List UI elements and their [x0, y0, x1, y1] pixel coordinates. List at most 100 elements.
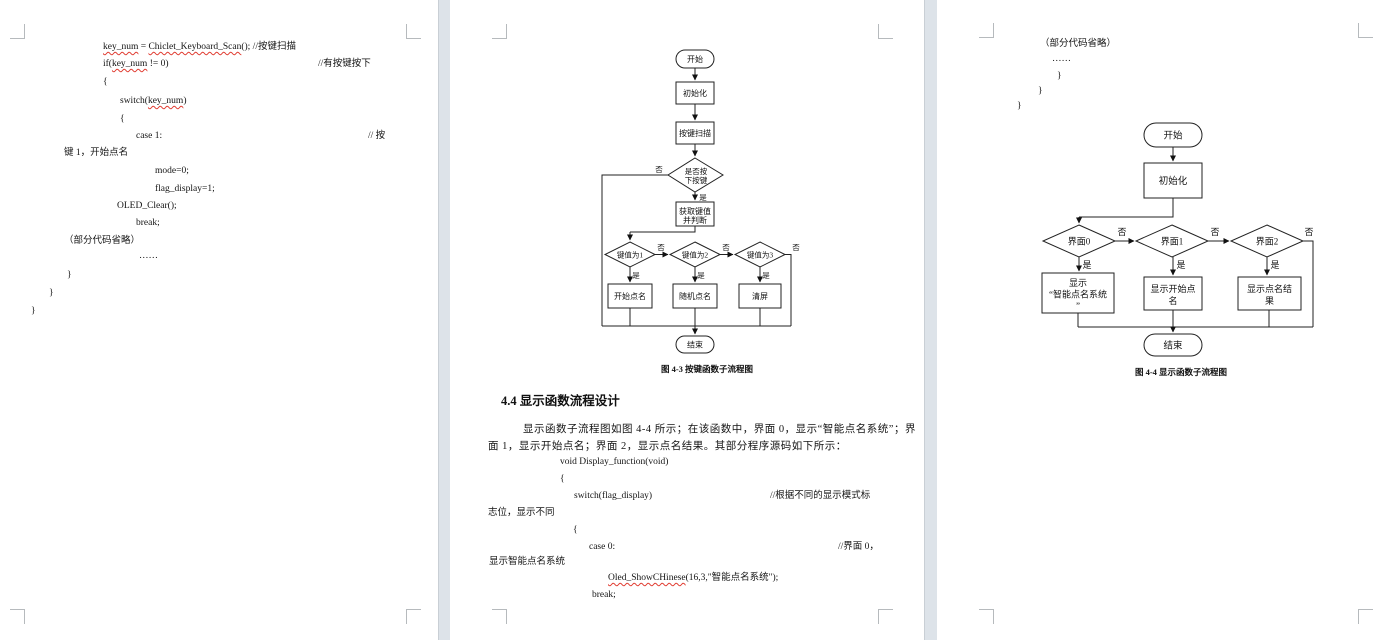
code-line: switch(key_num) — [120, 95, 187, 107]
code-line: } — [1038, 86, 1043, 96]
fc1-key3-label: 键值为3 — [747, 250, 773, 260]
code-token: Oled_ShowCHinese — [608, 573, 686, 583]
code-line: { — [120, 114, 125, 124]
code-token: (16,3,"智能点名系统"); — [685, 573, 779, 583]
fc2-init-label: 初始化 — [1159, 175, 1188, 187]
document-page-3[interactable] — [937, 0, 1379, 640]
code-line: OLED_Clear(); — [117, 201, 177, 211]
margin-mark-icon — [979, 23, 994, 38]
code-line: （部分代码省略） — [1040, 39, 1117, 49]
document-page-2[interactable] — [450, 0, 924, 640]
code-line: …… — [139, 251, 158, 261]
margin-mark-icon — [10, 609, 25, 624]
figure-caption-4-3: 图 4-3 按键函数子流程图 — [661, 364, 753, 374]
fc2-yes-label: 是 — [1176, 260, 1185, 270]
code-line: Oled_ShowCHinese(16,3,"智能点名系统"); — [608, 572, 778, 584]
fc2-show-result-label: 显示点名结 — [1247, 283, 1292, 294]
fc1-no-label: 否 — [722, 243, 730, 252]
fc2-show-start-label: 显示开始点 — [1150, 283, 1195, 294]
fc2-no-label: 否 — [1117, 227, 1126, 237]
code-token: = — [138, 42, 149, 52]
code-line: } — [1017, 101, 1022, 111]
fc1-getkey-label: 获取键值 — [679, 206, 711, 216]
document-page-1[interactable] — [0, 0, 438, 640]
figure-caption-4-4: 图 4-4 显示函数子流程图 — [1135, 367, 1227, 377]
margin-mark-icon — [492, 609, 507, 624]
section-heading-4-4: 4.4 显示函数流程设计 — [501, 394, 620, 408]
code-line: void Display_function(void) — [560, 457, 669, 467]
fc2-start-label: 开始 — [1163, 130, 1183, 142]
fc1-start-label: 开始 — [687, 54, 703, 64]
fc1-yes-label: 是 — [699, 193, 707, 202]
fc2-end-label: 结束 — [1163, 340, 1183, 352]
code-line: （部分代码省略） — [64, 236, 141, 246]
fc1-scan-label: 按键扫描 — [679, 128, 711, 138]
code-line: 志位，显示不同 — [488, 508, 555, 518]
fc1-no-label: 否 — [657, 243, 665, 252]
fc1-key1-label: 键值为1 — [617, 250, 643, 260]
code-line: } — [1057, 71, 1062, 81]
code-line: if(key_num != 0) — [103, 58, 169, 70]
margin-mark-icon — [406, 609, 421, 624]
margin-mark-icon — [406, 24, 421, 39]
paragraph-line: 显示函数子流程图如图 4-4 所示；在该函数中，界面 0，显示“智能点名系统”；… — [523, 424, 916, 435]
code-line: } — [67, 270, 72, 280]
page-gap — [924, 0, 938, 640]
fc1-getkey-label: 并判断 — [683, 215, 707, 225]
code-line: } — [31, 306, 36, 316]
fc1-yes-label: 是 — [632, 271, 640, 280]
margin-mark-icon — [1358, 23, 1373, 38]
fc1-key2-label: 键值为2 — [682, 250, 708, 260]
fc2-yes-label: 是 — [1270, 260, 1279, 270]
code-line: …… — [1052, 54, 1071, 64]
margin-mark-icon — [1358, 609, 1373, 624]
code-line: { — [103, 77, 108, 87]
margin-mark-icon — [878, 24, 893, 39]
code-comment: //界面 0， — [838, 542, 879, 552]
code-token: key_num — [103, 42, 139, 52]
fc1-action3-label: 清屏 — [752, 291, 768, 301]
fc1-action2-label: 随机点名 — [679, 291, 711, 301]
display-function-flowchart: 开始 初始化 界面0 界面1 界面2 否 否 否 是 是 是 显示 “智能点名系… — [1041, 122, 1314, 377]
code-line: case 0: — [589, 542, 616, 552]
code-line: switch(flag_display) — [574, 491, 653, 501]
code-comment: //有按键按下 — [318, 59, 371, 69]
fc1-no-label: 否 — [792, 243, 800, 252]
code-token: key_num — [147, 96, 184, 106]
fc2-no-label: 否 — [1304, 227, 1313, 237]
fc2-yes-label: 是 — [1082, 260, 1091, 270]
code-token: key_num — [111, 59, 148, 69]
code-line: break; — [592, 590, 616, 600]
code-line: 键 1，开始点名 — [64, 148, 129, 158]
code-line: flag_display=1; — [155, 184, 215, 194]
code-line: case 1: — [136, 131, 163, 141]
fc2-show-start-label: 名 — [1168, 295, 1177, 306]
code-comment: // 按 — [368, 131, 386, 141]
keypress-function-flowchart: 开始 初始化 按键扫描 是否按 下按键 否 是 获取键值 并判断 键值为1 键值… — [601, 49, 800, 374]
margin-mark-icon — [492, 24, 507, 39]
code-line: { — [560, 474, 565, 484]
fc1-yes-label: 是 — [697, 271, 705, 280]
fc2-screen2-label: 界面2 — [1256, 237, 1279, 247]
fc2-show-title-label: ” — [1076, 301, 1080, 311]
fc2-no-label: 否 — [1210, 227, 1219, 237]
code-token: != 0) — [147, 59, 169, 69]
fc2-show-result-label: 果 — [1265, 296, 1274, 306]
fc1-no-label: 否 — [655, 165, 663, 174]
code-token: Chiclet_Keyboard_Scan — [148, 42, 242, 52]
code-token: (); //按键扫描 — [241, 42, 296, 52]
fc2-screen0-label: 界面0 — [1068, 237, 1091, 247]
code-line: { — [573, 525, 578, 535]
fc1-cond-label: 是否按 — [685, 166, 708, 176]
code-line: mode=0; — [155, 166, 189, 176]
fc2-show-title-label: 显示 — [1069, 278, 1087, 288]
fc2-screen1-label: 界面1 — [1161, 237, 1184, 247]
fc1-init-label: 初始化 — [683, 88, 707, 98]
margin-mark-icon — [979, 609, 994, 624]
code-line: key_num = Chiclet_Keyboard_Scan(); //按键扫… — [103, 41, 296, 53]
fc1-cond-label: 下按键 — [685, 175, 708, 185]
margin-mark-icon — [10, 24, 25, 39]
code-token: ) — [183, 96, 187, 106]
code-line: break; — [136, 218, 160, 228]
